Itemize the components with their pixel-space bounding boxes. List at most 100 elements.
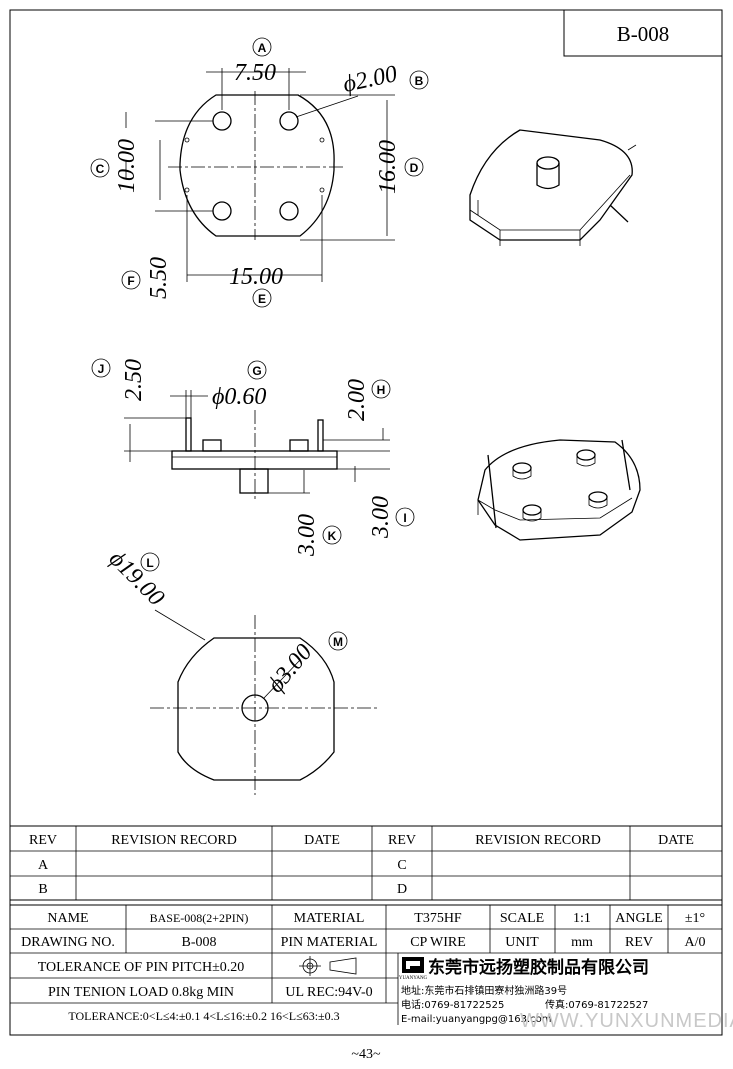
dim-value-d: 16.00 <box>375 140 401 194</box>
revision-table: REV REVISION RECORD DATE REV REVISION RE… <box>10 825 722 901</box>
tolerance-pin-pitch: TOLERANCE OF PIN PITCH±0.20 <box>38 960 245 975</box>
rev-value: A/0 <box>685 935 706 950</box>
dim-tag-b <box>409 70 429 90</box>
dim-tag-l <box>140 552 160 572</box>
dim-tag-d <box>404 157 424 177</box>
top-view: 7.50 A ϕ2.00 B 10.00 C 16.00 D 15.00 E 5… <box>90 37 429 308</box>
small-hole <box>184 137 190 143</box>
rev-label: REV <box>625 935 653 950</box>
dim-value-a: 7.50 <box>234 60 276 86</box>
post <box>289 439 309 452</box>
material-value: T375HF <box>414 911 462 926</box>
pin-material-value: CP WIRE <box>410 935 466 950</box>
svg-text:F: F <box>127 274 134 288</box>
svg-text:E: E <box>258 292 266 306</box>
top-view-outline <box>179 94 335 237</box>
company-address: 地址:东莞市石排镇田寮村独洲路39号 <box>401 984 567 997</box>
drawing-no-label: DRAWING NO. <box>21 935 115 950</box>
drawing-code-box <box>563 9 723 57</box>
dim-value-j: 2.50 <box>121 359 147 401</box>
center-hole <box>241 694 269 722</box>
rev-cell: C <box>397 858 406 873</box>
dim-value-f: 5.50 <box>146 257 172 299</box>
pin-tension: PIN TENION LOAD 0.8kg MIN <box>48 985 234 1000</box>
dim-value-k: 3.00 <box>294 514 320 557</box>
name-label: NAME <box>47 911 88 926</box>
unit-label: UNIT <box>505 935 539 950</box>
small-hole <box>319 187 325 193</box>
company-logo: YUANYANG <box>399 957 428 981</box>
dim-value-g: ϕ0.60 <box>212 384 266 410</box>
dim-value-m: ϕ3.00 <box>263 639 318 697</box>
title-block: NAME BASE-008(2+2PIN) MATERIAL T375HF SC… <box>10 904 733 1032</box>
dim-tag-a <box>252 37 272 57</box>
angle-value: ±1° <box>685 911 705 926</box>
dim-value-b: ϕ2.00 <box>341 61 400 98</box>
revision-record-header: REVISION RECORD <box>475 833 601 848</box>
bottom-view: ϕ19.00 L ϕ3.00 M <box>104 546 380 795</box>
dim-value-e: 15.00 <box>229 264 283 290</box>
post <box>202 439 222 452</box>
svg-text:G: G <box>252 364 261 378</box>
svg-text:M: M <box>333 635 343 649</box>
dim-tag-k <box>322 525 342 545</box>
rev-cell: A <box>38 858 49 873</box>
revision-record-header: REVISION RECORD <box>111 833 237 848</box>
company-email: E-mail:yuanyangpg@163.com <box>401 1014 552 1025</box>
svg-text:L: L <box>146 556 153 570</box>
svg-text:K: K <box>328 529 337 543</box>
drawing-code: B-008 <box>617 22 670 46</box>
dim-value-h: 2.00 <box>344 379 370 421</box>
rev-cell: D <box>397 882 407 897</box>
dim-tag-h <box>371 379 391 399</box>
page-number: ~43~ <box>351 1047 381 1062</box>
svg-text:A: A <box>258 41 267 55</box>
base-plate <box>171 450 338 470</box>
material-label: MATERIAL <box>294 911 365 926</box>
watermark: WWW.YUNXUNMEDIA.COM <box>520 1010 733 1032</box>
isometric-view-top <box>469 129 637 246</box>
scale-label: SCALE <box>500 911 544 926</box>
dim-value-c: 10.00 <box>114 139 140 193</box>
small-hole <box>184 187 190 193</box>
company-fax: 传真:0769-81722527 <box>545 998 648 1011</box>
dim-tag-c <box>90 158 110 178</box>
dim-tag-i <box>395 507 415 527</box>
rev-cell: B <box>38 882 47 897</box>
svg-text:J: J <box>98 362 105 376</box>
dim-tag-g <box>247 360 267 380</box>
dim-tag-m <box>328 631 348 651</box>
date-header: DATE <box>304 833 340 848</box>
svg-text:I: I <box>403 511 406 525</box>
dim-tag-e <box>252 288 272 308</box>
isometric-view-bottom <box>477 439 641 541</box>
pin-hole <box>212 201 232 221</box>
pin-hole <box>212 111 232 131</box>
svg-text:C: C <box>96 162 105 176</box>
bottom-view-outline <box>177 637 335 781</box>
svg-text:B: B <box>415 74 424 88</box>
svg-text:H: H <box>377 383 386 397</box>
small-hole <box>319 137 325 143</box>
pin-material-label: PIN MATERIAL <box>281 935 378 950</box>
unit-value: mm <box>571 935 593 950</box>
projection-symbol-icon <box>299 956 357 976</box>
name-value: BASE-008(2+2PIN) <box>150 911 249 925</box>
angle-label: ANGLE <box>615 911 662 926</box>
rev-header: REV <box>29 833 57 848</box>
svg-text:D: D <box>410 161 419 175</box>
drawing-no-value: B-008 <box>182 935 217 950</box>
dim-tag-f <box>121 270 141 290</box>
ul-rec: UL REC:94V-0 <box>285 985 372 1000</box>
pin-hole <box>279 111 299 131</box>
pin <box>317 419 324 452</box>
pin-hole <box>279 201 299 221</box>
svg-text:YUANYANG: YUANYANG <box>399 976 428 981</box>
date-header: DATE <box>658 833 694 848</box>
company-name: 东莞市远扬塑胶制品有限公司 <box>428 957 649 978</box>
rev-header: REV <box>388 833 416 848</box>
company-phone: 电话:0769-81722525 <box>401 998 504 1011</box>
drawing-frame <box>9 9 723 1036</box>
